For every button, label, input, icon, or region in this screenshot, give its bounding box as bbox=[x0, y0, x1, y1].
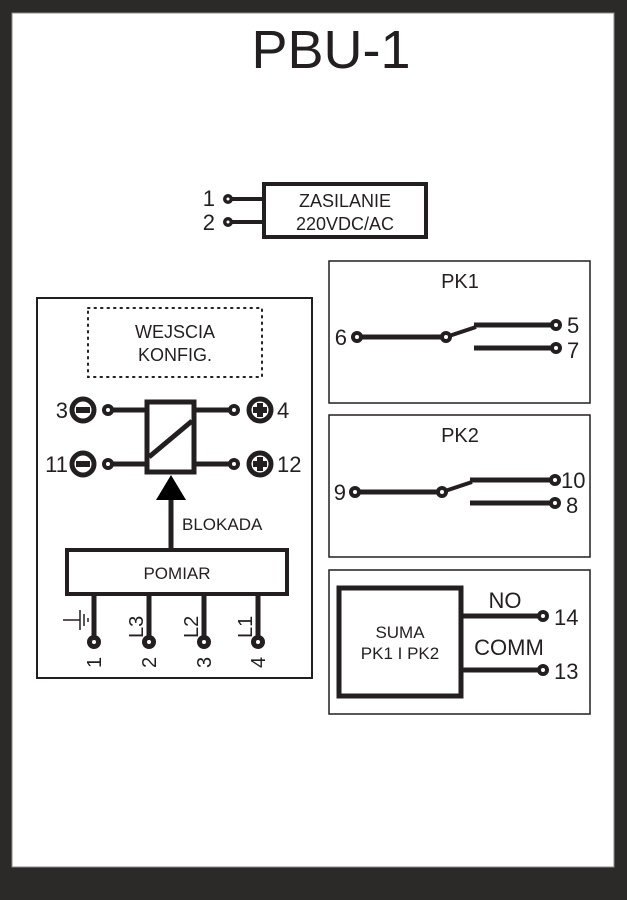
terminal-label: 12 bbox=[277, 452, 301, 477]
input-number: 3 bbox=[194, 657, 216, 668]
terminal-label: 7 bbox=[567, 338, 579, 363]
comm-label: COMM bbox=[474, 635, 544, 660]
terminal-label: 9 bbox=[334, 480, 346, 505]
power-box bbox=[262, 182, 428, 239]
device-title: PBU-1 bbox=[251, 20, 410, 80]
terminal-label: 10 bbox=[561, 468, 585, 493]
config-label-1: WEJSCIA bbox=[135, 322, 215, 342]
terminal-label: 14 bbox=[554, 605, 578, 630]
config-label-2: KONFIG. bbox=[138, 345, 212, 365]
relay-pk2: PK2 9 10 8 bbox=[328, 414, 591, 558]
terminal-label: 4 bbox=[277, 398, 289, 423]
power-supply: ZASILANIE 220VDC/AC 1 2 bbox=[203, 182, 428, 239]
input-number: 4 bbox=[248, 657, 270, 668]
blokada-label: BLOKADA bbox=[182, 515, 263, 534]
input-number: 1 bbox=[84, 657, 106, 668]
pk2-title: PK2 bbox=[441, 425, 479, 447]
minus-icon bbox=[69, 396, 97, 424]
input-number: 2 bbox=[139, 657, 161, 668]
pomiar-label: POMIAR bbox=[143, 564, 210, 583]
input-label: L3 bbox=[126, 616, 148, 638]
terminal-label: 3 bbox=[56, 398, 68, 423]
input-label: L2 bbox=[181, 616, 203, 638]
minus-icon bbox=[69, 450, 97, 478]
terminal-label: 1 bbox=[203, 186, 215, 211]
power-label-1: ZASILANIE bbox=[299, 191, 391, 211]
main-module: WEJSCIA KONFIG. bbox=[36, 297, 313, 679]
terminal-label: 2 bbox=[203, 210, 215, 235]
no-label: NO bbox=[489, 588, 522, 613]
power-label-2: 220VDC/AC bbox=[296, 214, 394, 234]
pomiar-box bbox=[65, 548, 289, 596]
suma-module: SUMA PK1 I PK2 NO COMM 14 13 bbox=[328, 569, 591, 715]
plus-icon bbox=[246, 450, 274, 478]
terminal-label: 13 bbox=[554, 659, 578, 684]
suma-label-2: PK1 I PK2 bbox=[361, 644, 439, 663]
suma-box bbox=[336, 585, 464, 699]
config-box bbox=[87, 307, 263, 378]
plus-icon bbox=[246, 396, 274, 424]
ground-icon bbox=[63, 610, 89, 630]
relay-coil-diagonal bbox=[147, 419, 194, 459]
terminal-label: 11 bbox=[45, 452, 68, 477]
suma-label-1: SUMA bbox=[375, 623, 425, 642]
input-label: L1 bbox=[235, 616, 257, 638]
relay-pk1: PK1 6 5 7 bbox=[328, 260, 591, 404]
terminal-label: 6 bbox=[335, 325, 347, 350]
terminal-label: 8 bbox=[566, 493, 578, 518]
blokada-arrow-head bbox=[156, 475, 186, 500]
pk1-title: PK1 bbox=[441, 271, 479, 293]
terminal-label: 5 bbox=[567, 313, 579, 338]
